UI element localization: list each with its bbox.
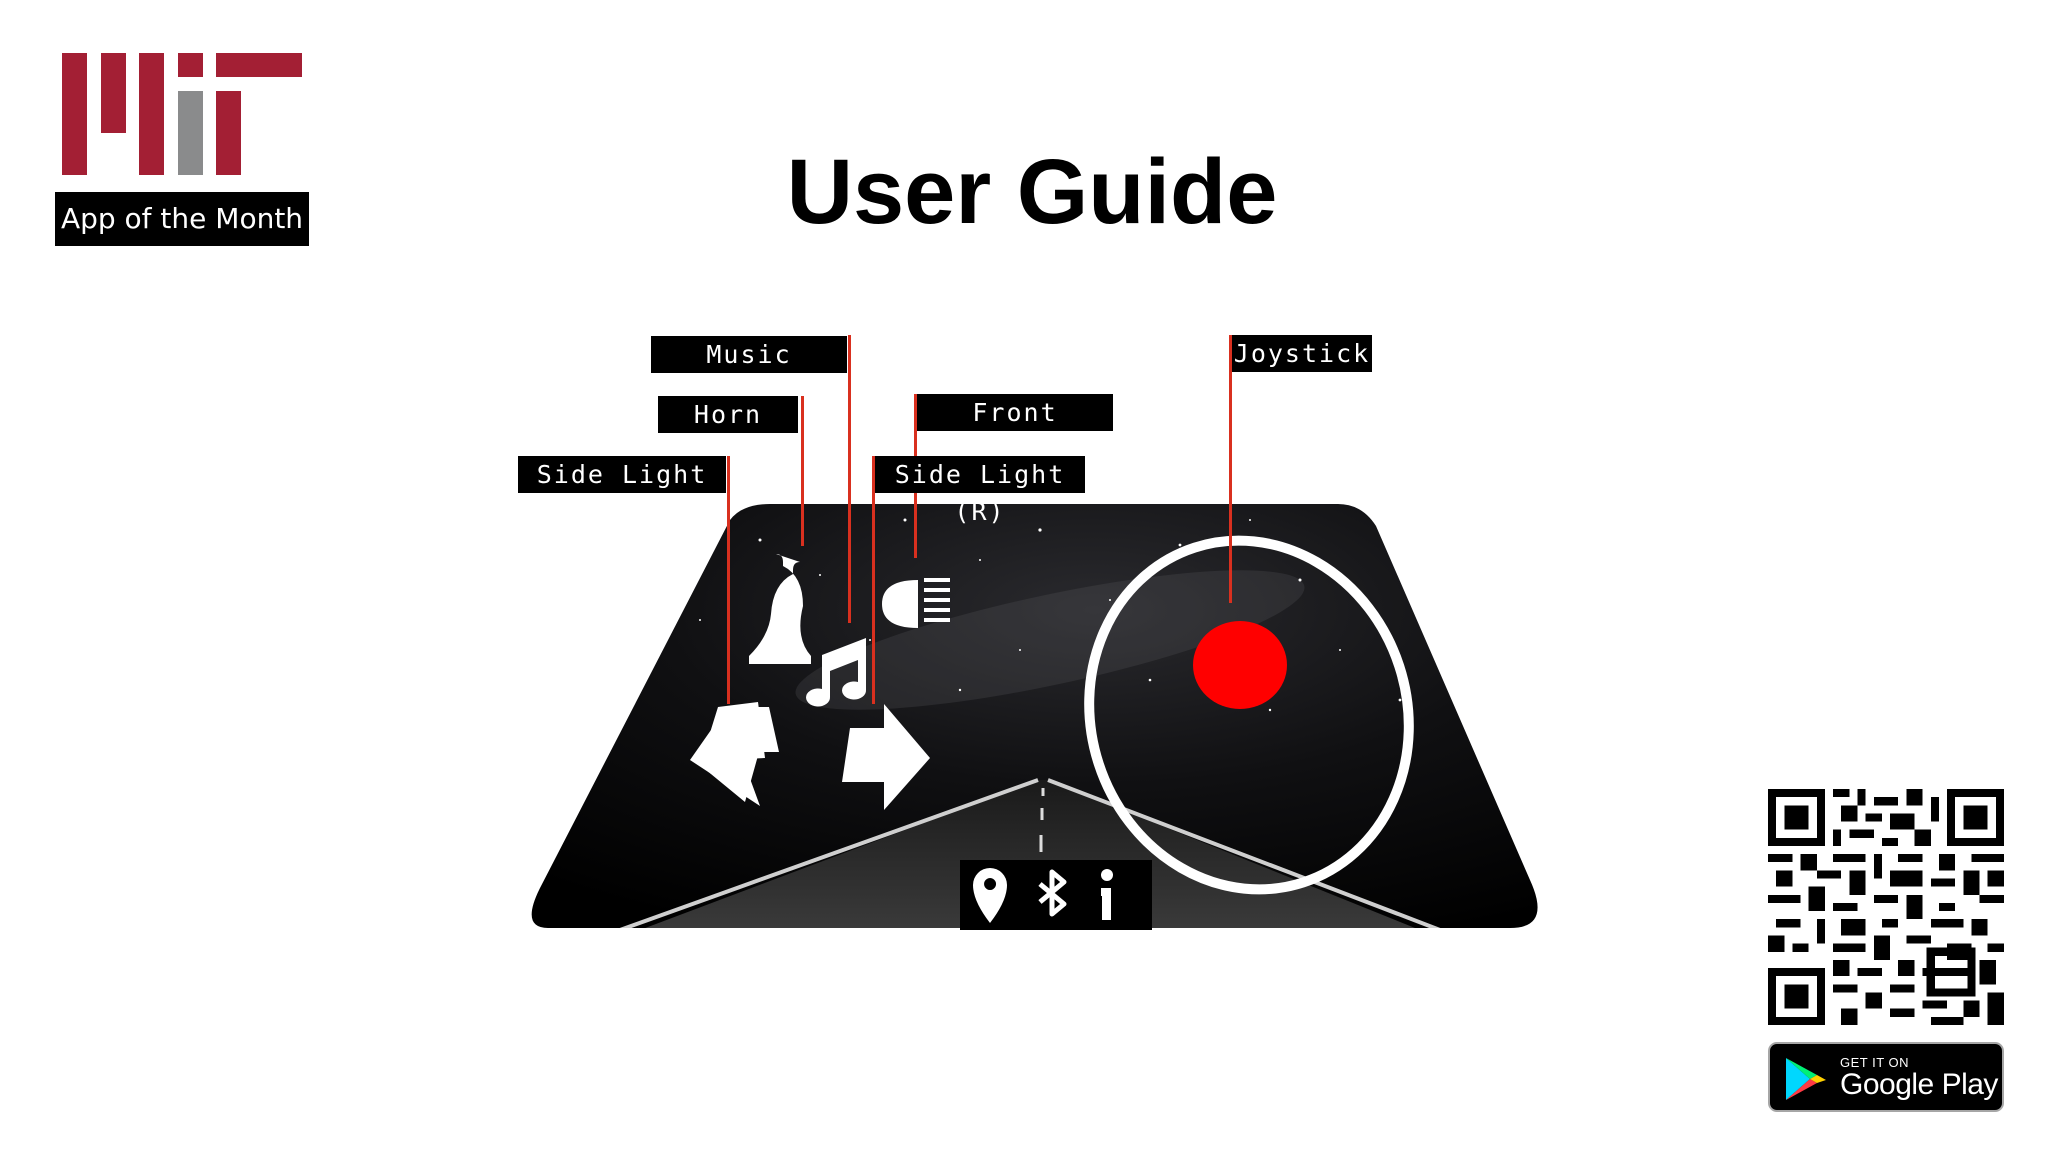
side-light-left-leader — [727, 456, 730, 704]
bluetooth-icon — [1038, 869, 1067, 917]
location-pin-icon — [973, 868, 1007, 923]
google-play-icon — [1786, 1058, 1826, 1100]
label-side-light-right: Side Light (R) — [875, 456, 1085, 526]
music-player-leader — [848, 335, 851, 623]
arrow-left-icon — [690, 702, 779, 806]
qr-code — [1768, 789, 2004, 1025]
horn-leader — [801, 396, 804, 546]
label-horn: Horn — [658, 396, 798, 433]
info-icon — [1101, 869, 1113, 920]
music-note-icon — [806, 638, 867, 707]
label-side-light-left: Side Light (L) — [518, 456, 726, 526]
bell-icon — [749, 554, 811, 664]
joystick-leader — [1229, 335, 1232, 603]
store-name: Google Play — [1840, 1068, 1998, 1101]
get-it-on-text: GET IT ON — [1840, 1055, 1910, 1070]
page-title: User Guide — [786, 141, 1278, 243]
label-front-lights: Front Lights — [917, 394, 1113, 464]
headlight-icon — [882, 578, 950, 628]
joystick-knob — [1193, 621, 1287, 709]
mit-logo — [62, 53, 302, 179]
status-tray — [960, 860, 1152, 930]
label-joystick: Joystick — [1232, 335, 1372, 372]
app-of-the-month-badge: App of the Month — [55, 192, 309, 246]
label-music-player: Music Player — [651, 336, 847, 406]
google-play-button[interactable]: GET IT ON Google Play — [1768, 1042, 2004, 1112]
arrow-right-icon — [842, 704, 930, 810]
joystick — [1084, 535, 1414, 895]
side-light-right-leader — [872, 456, 875, 704]
